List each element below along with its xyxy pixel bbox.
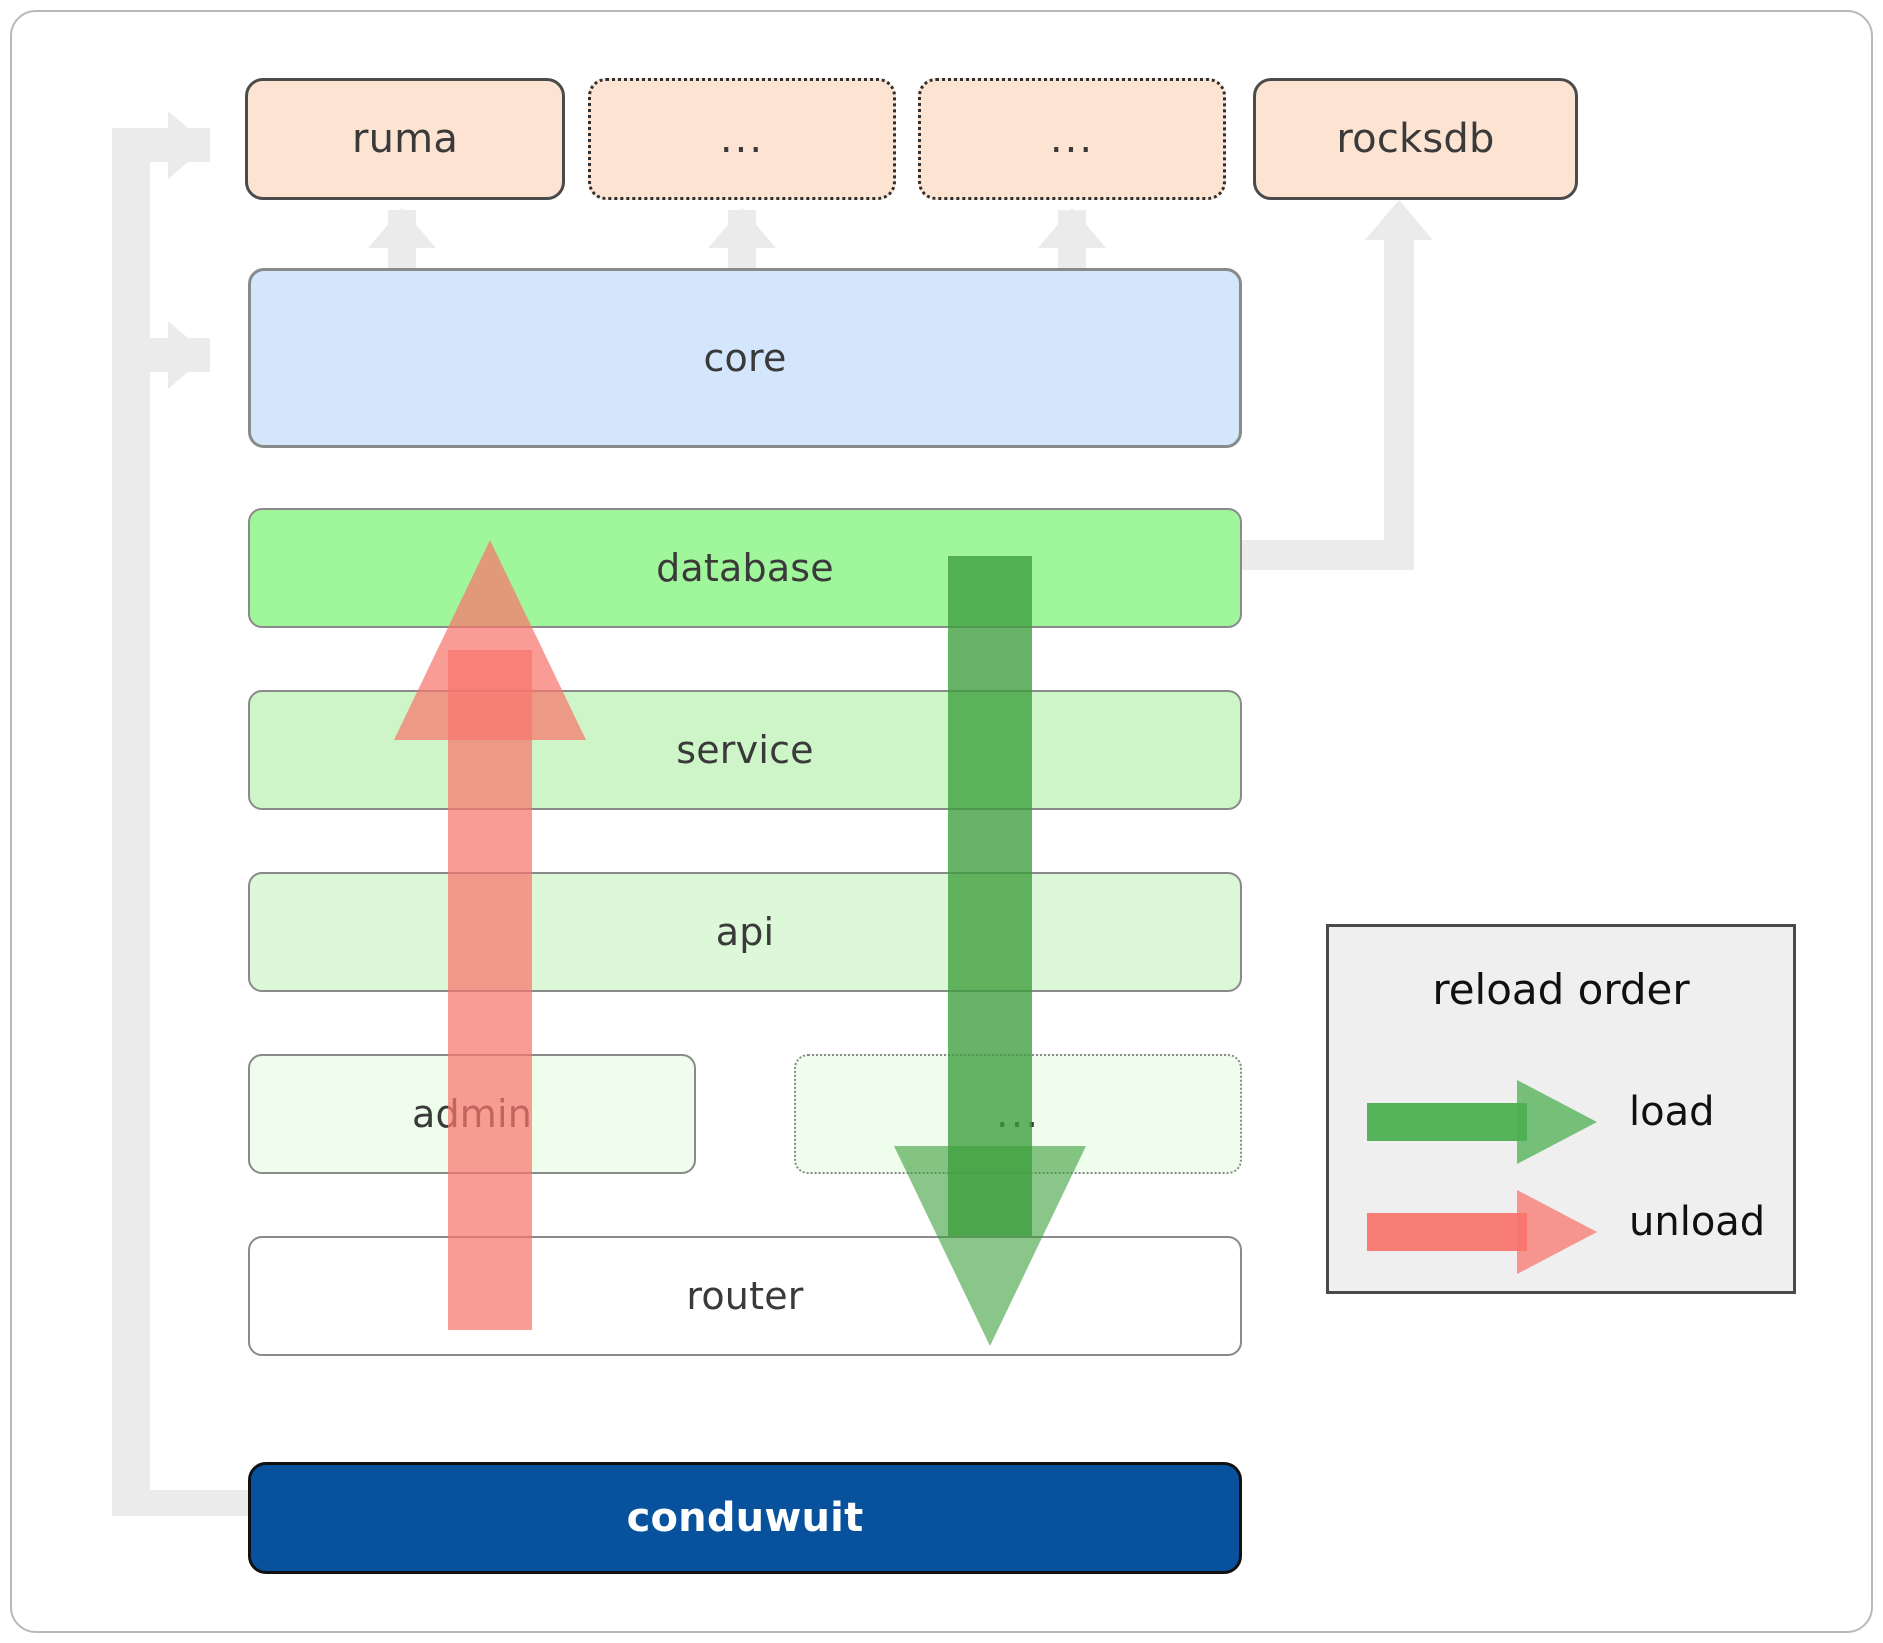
node-dep-placeholder-2-label: ...	[1049, 116, 1095, 162]
node-admin-label: admin	[411, 1092, 533, 1136]
node-admin[interactable]: admin	[248, 1054, 696, 1174]
node-conduwuit-label: conduwuit	[626, 1495, 864, 1541]
legend-unload-label: unload	[1629, 1199, 1766, 1245]
legend-load-label: load	[1629, 1089, 1715, 1135]
node-conduwuit[interactable]: conduwuit	[248, 1462, 1242, 1574]
connector-arrow-core-ruma	[368, 208, 436, 248]
node-service[interactable]: service	[248, 690, 1242, 810]
node-rocksdb[interactable]: rocksdb	[1253, 78, 1578, 200]
node-database-label: database	[656, 546, 834, 590]
connector-arrow-core-dep3	[1038, 208, 1106, 248]
legend-reload-order: reload order load unload	[1326, 924, 1796, 1294]
node-service-label: service	[676, 728, 814, 772]
node-layer-placeholder[interactable]: ...	[794, 1054, 1242, 1174]
node-dep-placeholder-1-label: ...	[719, 116, 765, 162]
legend-unload-arrow-icon	[1367, 1190, 1597, 1274]
node-core[interactable]: core	[248, 268, 1242, 448]
node-dep-placeholder-1[interactable]: ...	[588, 78, 896, 200]
node-ruma[interactable]: ruma	[245, 78, 565, 200]
node-core-label: core	[703, 336, 787, 380]
connector-arrow-core	[168, 321, 208, 389]
connector-spine-to-app	[112, 1490, 248, 1516]
node-layer-placeholder-label: ...	[995, 1091, 1041, 1137]
connector-arrow-rocksdb	[1365, 200, 1433, 240]
node-dep-placeholder-2[interactable]: ...	[918, 78, 1226, 200]
legend-load-arrow-icon	[1367, 1080, 1597, 1164]
node-api[interactable]: api	[248, 872, 1242, 992]
legend-title: reload order	[1432, 965, 1690, 1014]
node-api-label: api	[715, 910, 775, 954]
connector-database-to-rocksdb-h	[1218, 540, 1414, 570]
node-database[interactable]: database	[248, 508, 1242, 628]
node-router-label: router	[686, 1274, 804, 1318]
node-router[interactable]: router	[248, 1236, 1242, 1356]
node-rocksdb-label: rocksdb	[1336, 116, 1495, 162]
connector-database-to-rocksdb-v	[1384, 230, 1414, 570]
connector-arrow-core-dep2	[708, 208, 776, 248]
connector-arrow-ruma	[168, 111, 208, 179]
legend-row-load: load	[1329, 1067, 1793, 1177]
legend-row-unload: unload	[1329, 1177, 1793, 1287]
node-ruma-label: ruma	[351, 116, 459, 162]
diagram-frame	[10, 10, 1873, 1633]
connector-spine-vertical	[112, 128, 150, 1514]
